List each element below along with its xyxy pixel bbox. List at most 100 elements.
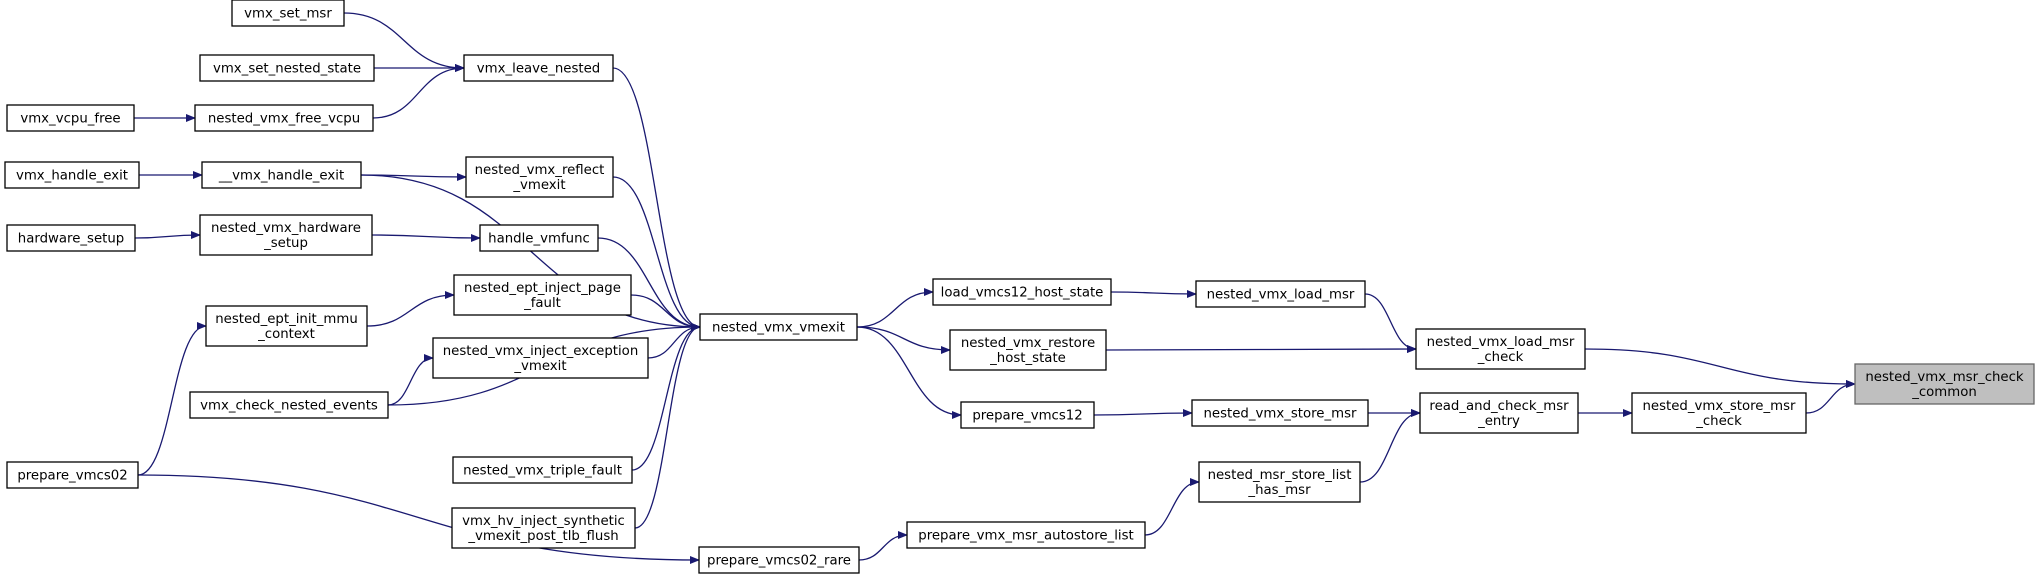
node-label: nested_ept_inject_page [464,281,621,296]
node-box [906,521,1146,549]
node-label: _check [1477,350,1524,365]
edge-nested-vmx-vmexit-to-nested-vmx-restore-host-state [856,326,951,354]
node-nested-vmx-msr-check-common[interactable]: nested_vmx_msr_check_common [1854,363,2035,405]
edge-load-vmcs12-host-state-to-nested-vmx-load-msr [1110,289,1197,298]
node-label: nested_vmx_free_vcpu [208,112,360,127]
node-box [6,461,139,489]
node-label: _fault [523,296,561,311]
node-label: _setup [263,236,308,251]
node-nested-vmx-vmexit[interactable]: nested_vmx_vmexit [699,313,858,341]
node-box [699,313,858,341]
edge-prepare-vmx-msr-autostore-list-to-nested-msr-store-list-has-msr [1144,478,1200,536]
node-read-and-check-msr-entry[interactable]: read_and_check_msr_entry [1419,392,1579,434]
node-box [231,0,345,27]
node-label: nested_msr_store_list [1208,468,1352,483]
edge-nested-vmx-reflect-vmexit-to-nested-vmx-vmexit [612,176,701,331]
node-label: vmx_vcpu_free [20,112,120,127]
node-label: nested_vmx_vmexit [712,321,845,336]
node-load-vmcs12-host-state[interactable]: load_vmcs12_host_state [932,278,1112,306]
node-box [1415,328,1586,370]
node-label: vmx_hv_inject_synthetic [462,514,625,529]
node-label: nested_vmx_load_msr [1427,335,1575,350]
node-label: vmx_leave_nested [477,62,600,77]
node-box [451,507,636,549]
node-box [6,224,136,252]
node-prepare-vmcs02-rare[interactable]: prepare_vmcs02_rare [698,546,860,574]
node-box [1195,280,1366,308]
edge-prepare-vmcs12-to-nested-vmx-store-msr [1093,409,1193,418]
edge-vmx-hv-inject-synthetic-vmexit-post-tlb-flush-to-nested-vmx-vmexit [634,323,701,529]
edge-nested-vmx-load-msr-to-nested-vmx-load-msr-check [1364,293,1417,353]
node-label: hardware_setup [18,232,124,247]
node-nested-vmx-reflect-vmexit[interactable]: nested_vmx_reflect_vmexit [465,156,614,198]
node-box [949,329,1107,371]
node-box [1198,461,1361,503]
node-box [189,391,389,419]
node-nested-vmx-load-msr-check[interactable]: nested_vmx_load_msr_check [1415,328,1586,370]
node-prepare-vmcs12[interactable]: prepare_vmcs12 [960,401,1095,429]
edge-nested-ept-init-mmu-context-to-nested-ept-inject-page-fault [366,291,455,327]
edge-hardware-setup-to-nested-vmx-hardware-setup [134,231,201,240]
node-label: __vmx_handle_exit [218,169,344,184]
node-vmx-handle-exit[interactable]: __vmx_handle_exit [201,161,362,189]
node-label: _has_msr [1247,483,1311,498]
node-handle-vmfunc[interactable]: handle_vmfunc [479,224,599,252]
node-box [432,337,649,379]
node-label: nested_vmx_reflect [475,163,605,178]
node-label: _vmexit_post_tlb_flush [467,529,618,544]
node-box [452,456,633,484]
node-nested-vmx-restore-host-state[interactable]: nested_vmx_restore_host_state [949,329,1107,371]
node-box [205,305,368,347]
node-nested-vmx-inject-exception-vmexit[interactable]: nested_vmx_inject_exception_vmexit [432,337,649,379]
edge-nested-vmx-restore-host-state-to-nested-vmx-load-msr-check [1105,345,1417,354]
node-nested-msr-store-list-has-msr[interactable]: nested_msr_store_list_has_msr [1198,461,1361,503]
node-box [479,224,599,252]
node-label: _vmexit [513,359,566,374]
node-label: nested_vmx_inject_exception [443,344,639,359]
edge-prepare-vmcs02-rare-to-prepare-vmx-msr-autostore-list [858,531,908,561]
node-label: vmx_check_nested_events [200,399,378,414]
node-nested-ept-init-mmu-context[interactable]: nested_ept_init_mmu_context [205,305,368,347]
edge-vmx-check-nested-events-to-nested-vmx-inject-exception-vmexit [387,354,434,406]
node-label: _vmexit [512,178,565,193]
nodes-layer: vmx_set_msr vmx_set_nested_state vmx_vcpu_… [4,0,2035,574]
edge-vmx-leave-nested-to-nested-vmx-vmexit [612,67,701,331]
node-prepare-vmcs02[interactable]: prepare_vmcs02 [6,461,139,489]
node-label: nested_vmx_restore [961,336,1095,351]
node-vmx-leave-nested[interactable]: vmx_leave_nested [463,54,614,82]
node-prepare-vmx-msr-autostore-list[interactable]: prepare_vmx_msr_autostore_list [906,521,1146,549]
edge-nested-vmx-triple-fault-to-nested-vmx-vmexit [631,323,701,471]
node-vmx-hv-inject-synthetic-vmexit-post-tlb-flush[interactable]: vmx_hv_inject_synthetic_vmexit_post_tlb_… [451,507,636,549]
node-box [698,546,860,574]
node-label: nested_vmx_triple_fault [463,464,622,479]
node-vmx-check-nested-events[interactable]: vmx_check_nested_events [189,391,389,419]
node-vmx-handle-exit[interactable]: vmx_handle_exit [4,161,140,189]
node-box [932,278,1112,306]
node-label: nested_vmx_load_msr [1207,288,1355,303]
node-nested-ept-inject-page-fault[interactable]: nested_ept_inject_page_fault [453,274,632,316]
edge-nested-vmx-vmexit-to-load-vmcs12-host-state [856,288,934,328]
node-hardware-setup[interactable]: hardware_setup [6,224,136,252]
edge-nested-vmx-vmexit-to-prepare-vmcs12 [856,326,962,419]
edge-nested-msr-store-list-has-msr-to-read-and-check-msr-entry [1359,409,1421,483]
node-nested-vmx-triple-fault[interactable]: nested_vmx_triple_fault [452,456,633,484]
node-label: nested_ept_init_mmu [215,312,358,327]
node-label: prepare_vmcs02 [17,469,127,484]
node-vmx-set-nested-state[interactable]: vmx_set_nested_state [199,54,375,82]
node-label: vmx_handle_exit [16,169,128,184]
node-vmx-vcpu-free[interactable]: vmx_vcpu_free [6,104,135,132]
node-nested-vmx-load-msr[interactable]: nested_vmx_load_msr [1195,280,1366,308]
node-nested-vmx-free-vcpu[interactable]: nested_vmx_free_vcpu [194,104,374,132]
node-nested-vmx-hardware-setup[interactable]: nested_vmx_hardware_setup [199,214,373,256]
node-box [1191,399,1369,427]
node-label: load_vmcs12_host_state [941,286,1104,301]
node-label: nested_vmx_msr_check [1865,370,2024,385]
node-nested-vmx-store-msr-check[interactable]: nested_vmx_store_msr_check [1631,392,1807,434]
node-box [199,54,375,82]
node-nested-vmx-store-msr[interactable]: nested_vmx_store_msr [1191,399,1369,427]
node-vmx-set-msr[interactable]: vmx_set_msr [231,0,345,27]
node-label: prepare_vmcs12 [972,409,1082,424]
node-box [4,161,140,189]
node-label: nested_vmx_store_msr [1643,399,1797,414]
